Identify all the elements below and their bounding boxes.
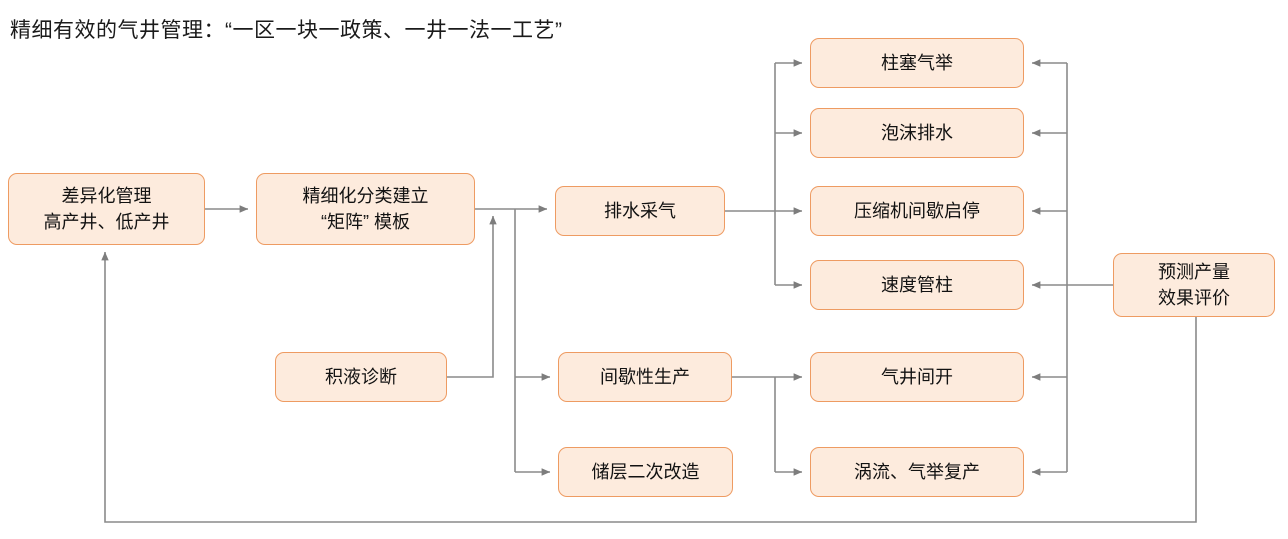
node-velocity-string[interactable]: 速度管柱	[810, 260, 1024, 310]
node-matrix-template[interactable]: 精细化分类建立 “矩阵” 模板	[256, 173, 475, 245]
node-label-line2: “矩阵” 模板	[321, 212, 410, 232]
node-label-line1: 预测产量	[1158, 261, 1230, 282]
node-label-line2: 高产井、低产井	[43, 212, 170, 232]
node-label-line1: 速度管柱	[881, 274, 953, 295]
node-foam-drainage[interactable]: 泡沫排水	[810, 108, 1024, 158]
node-label-line1: 间歇性生产	[600, 366, 690, 387]
node-liquid-loading-diagnosis[interactable]: 积液诊断	[275, 352, 447, 402]
node-compressor-intermittent[interactable]: 压缩机间歇启停	[810, 186, 1024, 236]
node-label-line1: 储层二次改造	[591, 461, 700, 482]
node-label-line1: 气井间开	[881, 366, 953, 387]
node-label-line1: 泡沫排水	[881, 122, 953, 143]
page-title: 精细有效的气井管理：“一区一块一政策、一井一法一工艺”	[10, 19, 563, 42]
node-label-line1: 柱塞气举	[881, 52, 953, 73]
node-label-line1: 精细化分类建立	[302, 185, 429, 206]
node-plunger-lift[interactable]: 柱塞气举	[810, 38, 1024, 88]
node-label-line2: 效果评价	[1158, 288, 1230, 308]
node-label-line1: 压缩机间歇启停	[854, 200, 980, 221]
node-vortex-gaslift-restore[interactable]: 涡流、气举复产	[810, 447, 1024, 497]
node-reservoir-restimulation[interactable]: 储层二次改造	[558, 447, 733, 497]
node-label-line1: 差异化管理	[61, 185, 152, 206]
node-label-line1: 排水采气	[604, 200, 676, 221]
node-well-intermittent-open[interactable]: 气井间开	[810, 352, 1024, 402]
node-differentiated-management[interactable]: 差异化管理 高产井、低产井	[8, 173, 205, 245]
node-label-line1: 积液诊断	[325, 366, 397, 387]
node-intermittent-production[interactable]: 间歇性生产	[558, 352, 732, 402]
node-production-forecast[interactable]: 预测产量 效果评价	[1113, 253, 1275, 317]
node-dewatering-gas-recovery[interactable]: 排水采气	[555, 186, 725, 236]
node-label-line1: 涡流、气举复产	[854, 461, 980, 482]
